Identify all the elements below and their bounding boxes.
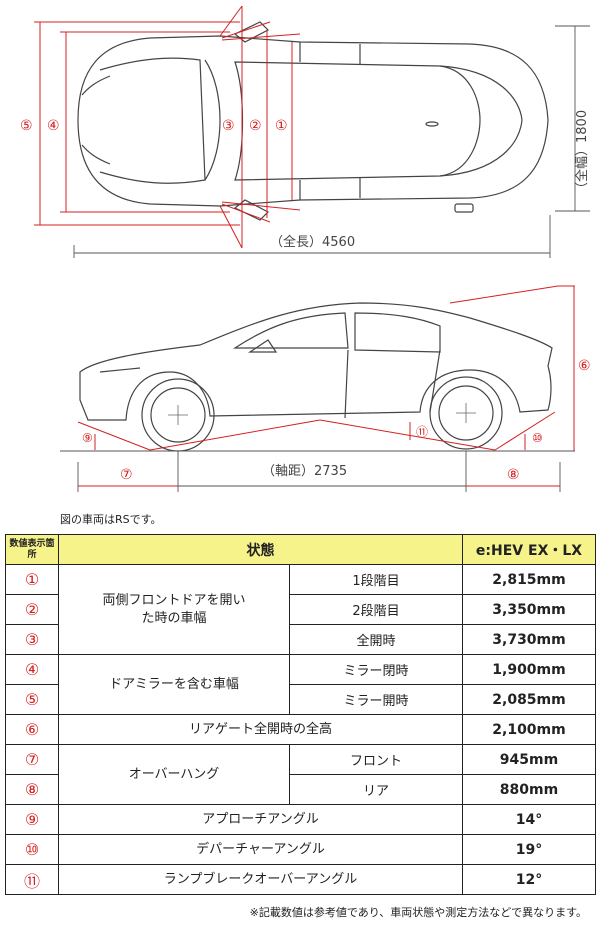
table-row: ⑩ デパーチャーアングル 19° — [5, 834, 596, 865]
row-substate: ミラー閉時 — [289, 654, 463, 685]
marker-5: ⑤ — [20, 118, 33, 134]
row-value: 3,350mm — [462, 594, 596, 625]
table-row: ① 両側フロントドアを開いた時の車幅 1段階目 2,815mm — [5, 564, 596, 655]
marker-3: ③ — [222, 118, 235, 134]
marker-6: ⑥ — [578, 358, 591, 374]
marker-2: ② — [249, 118, 262, 134]
table-row: ⑧ リア 880mm — [5, 774, 596, 805]
table-row: ④ ドアミラーを含む車幅 ミラー閉時 1,900mm — [5, 654, 596, 715]
row-value: 1,900mm — [462, 654, 596, 685]
vehicle-note: 図の車両はRSです。 — [60, 513, 162, 526]
row-value: 945mm — [462, 744, 596, 775]
header-state: 状態 — [58, 534, 463, 565]
marker-7: ⑦ — [120, 467, 133, 483]
row-substate: フロント — [289, 744, 463, 775]
row-state: アプローチアングル — [58, 804, 463, 835]
vehicle-dimension-diagram: ⑤ ④ ③ ② ① （全長）4560 （全幅）1800 — [20, 5, 591, 492]
table-row: ⑪ ランプブレークオーバーアングル 12° — [5, 864, 596, 895]
row-substate: リア — [289, 774, 463, 805]
row-number: ① — [5, 564, 59, 595]
marker-10: ⑩ — [532, 431, 543, 445]
row-value: 14° — [462, 804, 596, 835]
row-substate: 全開時 — [289, 624, 463, 655]
row-state: オーバーハング — [58, 744, 290, 805]
table-row: ② 2段階目 3,350mm — [5, 594, 596, 625]
disclaimer-note: ※記載数値は参考値であり、車両状態や測定方法などで異なります。 — [249, 906, 587, 919]
row-substate: 1段階目 — [289, 564, 463, 595]
row-state: ドアミラーを含む車幅 — [58, 654, 290, 715]
row-number: ⑥ — [5, 714, 59, 745]
top-view-car — [77, 21, 549, 221]
row-substate: ミラー開時 — [289, 684, 463, 715]
row-number: ⑧ — [5, 774, 59, 805]
row-number: ③ — [5, 624, 59, 655]
header-no: 数値表示箇所 — [5, 534, 59, 565]
row-number: ② — [5, 594, 59, 625]
row-value: 880mm — [462, 774, 596, 805]
row-value: 12° — [462, 864, 596, 895]
row-value: 2,085mm — [462, 684, 596, 715]
row-value: 3,730mm — [462, 624, 596, 655]
row-number: ⑪ — [5, 864, 59, 895]
row-value: 19° — [462, 834, 596, 865]
length-label: （全長）4560 — [270, 234, 355, 250]
header-model: e:HEV EX・LX — [462, 534, 596, 565]
row-state: リアゲート全開時の全高 — [58, 714, 463, 745]
side-view-car — [79, 302, 553, 452]
table-header-row: 数値表示箇所 状態 e:HEV EX・LX — [5, 534, 596, 565]
table-row: ⑥ リアゲート全開時の全高 2,100mm — [5, 714, 596, 745]
marker-8: ⑧ — [507, 467, 520, 483]
marker-11: ⑪ — [416, 425, 428, 439]
row-number: ⑨ — [5, 804, 59, 835]
row-substate: 2段階目 — [289, 594, 463, 625]
row-number: ⑤ — [5, 684, 59, 715]
row-state: 両側フロントドアを開いた時の車幅 — [58, 564, 290, 655]
spec-table: 数値表示箇所 状態 e:HEV EX・LX ① 両側フロントドアを開いた時の車幅… — [5, 534, 596, 895]
row-state: デパーチャーアングル — [58, 834, 463, 865]
table-row: ⑦ オーバーハング フロント 945mm — [5, 744, 596, 805]
row-number: ⑦ — [5, 744, 59, 775]
wheelbase-label: （軸距）2735 — [262, 464, 347, 479]
row-value: 2,100mm — [462, 714, 596, 745]
row-number: ⑩ — [5, 834, 59, 865]
table-row: ⑤ ミラー開時 2,085mm — [5, 684, 596, 715]
row-number: ④ — [5, 654, 59, 685]
width-label: （全幅）1800 — [574, 110, 590, 195]
row-value: 2,815mm — [462, 564, 596, 595]
table-row: ⑨ アプローチアングル 14° — [5, 804, 596, 835]
marker-4: ④ — [47, 118, 60, 134]
marker-1: ① — [275, 118, 288, 134]
axle-centers — [168, 403, 476, 425]
row-state: ランプブレークオーバーアングル — [58, 864, 463, 895]
marker-9: ⑨ — [82, 431, 93, 445]
